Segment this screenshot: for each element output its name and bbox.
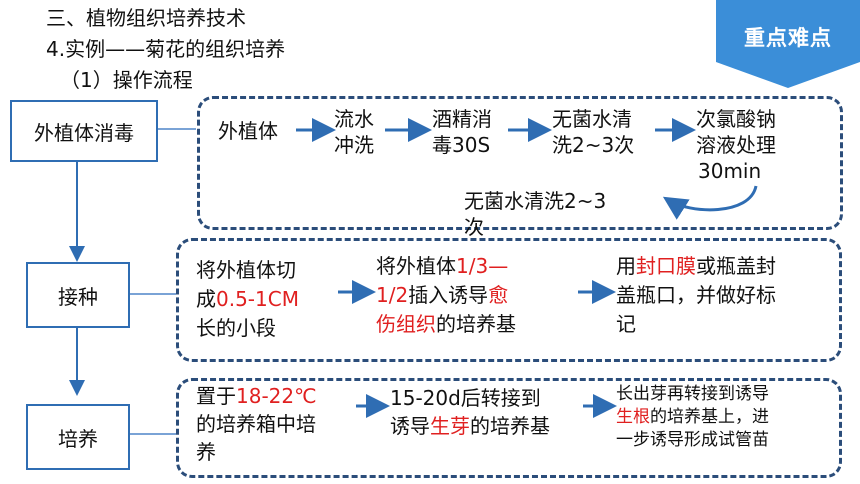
inoculation-group bbox=[176, 238, 842, 362]
step-disinfection-label: 外植体消毒 bbox=[34, 120, 134, 145]
culture-root-induction: 长出芽再转接到诱导 生根的培养基上，进 一步诱导形成试管苗 bbox=[616, 384, 769, 450]
inoculate-insert: 将外植体1/3— 1/2插入诱导愈 伤组织的培养基 bbox=[376, 254, 516, 336]
step-inoculation-label: 接种 bbox=[58, 284, 98, 309]
disinfect-sterile-water: 无菌水清洗2~3次 bbox=[552, 107, 635, 157]
subsection-title: （1）操作流程 bbox=[60, 68, 193, 92]
step-disinfection-box: 外植体消毒 bbox=[10, 100, 158, 162]
inoculate-cut: 将外植体切 成0.5-1CM 长的小段 bbox=[196, 258, 299, 340]
key-points-badge: 重点难点 bbox=[744, 26, 832, 50]
section-title: 三、植物组织培养技术 bbox=[46, 6, 246, 30]
disinfect-alcohol: 酒精消毒30S bbox=[432, 107, 492, 157]
step-culture-box: 培养 bbox=[26, 404, 130, 470]
step-culture-label: 培养 bbox=[58, 426, 98, 451]
culture-group bbox=[176, 378, 842, 478]
culture-incubate: 置于18-22℃ 的培养箱中培 养 bbox=[196, 384, 317, 464]
disinfection-group bbox=[197, 96, 843, 230]
disinfect-explant: 外植体 bbox=[218, 119, 278, 143]
culture-bud-induction: 15-20d后转接到 诱导生芽的培养基 bbox=[390, 386, 550, 438]
inoculate-seal: 用封口膜或瓶盖封 盖瓶口，并做好标 记 bbox=[616, 254, 776, 336]
arrow-loop bbox=[662, 185, 758, 220]
disinfect-rinse: 流水冲洗 bbox=[334, 107, 374, 157]
example-title: 4.实例——菊花的组织培养 bbox=[46, 37, 286, 61]
step-inoculation-box: 接种 bbox=[26, 262, 130, 328]
key-points-badge-shape bbox=[716, 0, 860, 88]
